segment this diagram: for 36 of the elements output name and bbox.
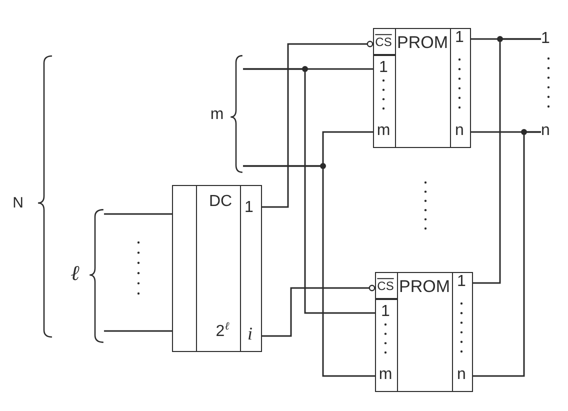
- connector-line: [104, 213, 172, 215]
- pin-label: n: [455, 122, 464, 140]
- connector-line: [262, 284, 376, 337]
- connector-line: [243, 165, 375, 377]
- chip-select-cell: [374, 272, 398, 300]
- chip-block: [375, 272, 473, 392]
- chip-block: [373, 28, 471, 148]
- pin-label: 1: [455, 28, 464, 48]
- block-label: PROM: [397, 32, 448, 52]
- output-label: 1: [541, 30, 550, 48]
- chip-select-cell: [372, 28, 396, 56]
- decoder-block: [172, 185, 262, 352]
- pin-label: CS: [377, 280, 394, 294]
- block-label: DC: [208, 192, 232, 211]
- connector-line: [104, 330, 172, 332]
- block-label: PROM: [399, 276, 450, 296]
- connector-line: [473, 131, 541, 377]
- brace-label: ℓ: [70, 260, 80, 286]
- pin-label: i: [248, 324, 252, 344]
- pin-label: 1: [379, 58, 388, 78]
- pin-label: n: [457, 366, 466, 384]
- output-label: n: [541, 122, 550, 140]
- connector-line: [243, 68, 375, 314]
- brace-label: m: [210, 106, 224, 124]
- input-pin-cell: [374, 298, 398, 392]
- input-pin-cell: [372, 54, 396, 148]
- pin-label: 1: [457, 272, 466, 292]
- brace-label: N: [12, 194, 24, 212]
- pin-label: 1: [381, 302, 390, 322]
- connector-line: [262, 40, 374, 208]
- pin-label: 2$^{ℓ}$: [216, 322, 230, 341]
- pin-label: 1: [244, 198, 254, 218]
- connector-line: [473, 38, 541, 284]
- pin-label: m: [378, 366, 392, 384]
- pin-label: CS: [375, 36, 392, 50]
- pin-label: m: [376, 122, 390, 140]
